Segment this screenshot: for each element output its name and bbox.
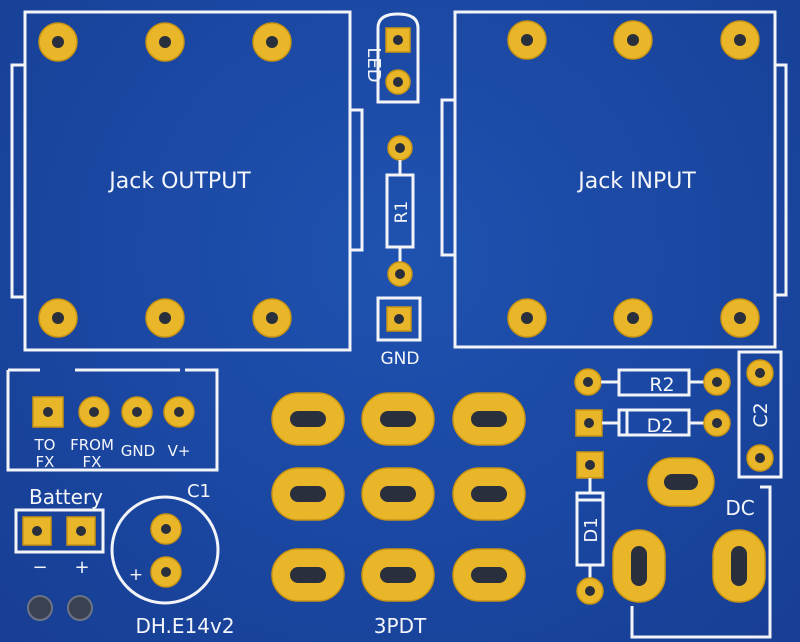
gnd-label: GND [381, 349, 420, 369]
led-label: LED [363, 47, 384, 82]
dc-jack-footprint: DC [612, 457, 772, 639]
board-name: DH.E14v2 [135, 614, 234, 638]
led-footprint: LED [363, 12, 420, 104]
conn-fx2-label: FX [83, 453, 102, 471]
gnd-footprint: GND [376, 296, 422, 369]
conn-from-label: FROM [70, 436, 114, 454]
connector-footprint: TO FX FROM FX GND V+ [6, 368, 219, 472]
c2-label: C2 [750, 402, 772, 427]
jack-output: Jack OUTPUT [10, 10, 364, 352]
conn-fx1-label: FX [36, 453, 55, 471]
conn-vplus-label: V+ [168, 442, 191, 460]
c1-plus-label: + [129, 565, 143, 585]
conn-gnd-label: GND [121, 442, 155, 460]
mounting-holes [27, 595, 93, 621]
c1-footprint: C1 + [110, 481, 220, 605]
battery-label: Battery [29, 485, 103, 509]
c1-label: C1 [187, 481, 211, 502]
switch-label: 3PDT [374, 614, 427, 638]
battery-minus-label: − [32, 557, 47, 578]
r1-label: R1 [392, 201, 412, 224]
jack-output-label: Jack OUTPUT [107, 169, 251, 194]
r2-footprint: R2 [574, 368, 731, 397]
d2-label: D2 [647, 415, 674, 437]
d2-footprint: D2 [575, 408, 731, 437]
d1-footprint: D1 [575, 451, 605, 605]
switch-3pdt: 3PDT [271, 392, 526, 638]
r1-footprint: R1 [385, 135, 415, 287]
jack-input-label: Jack INPUT [576, 169, 696, 194]
dc-label: DC [725, 496, 754, 520]
jack-pads [38, 20, 760, 338]
conn-to-label: TO [34, 436, 56, 454]
battery-footprint: Battery − + [14, 485, 105, 578]
r2-label: R2 [649, 374, 674, 396]
d1-label: D1 [581, 517, 602, 542]
c2-footprint: C2 [737, 350, 783, 479]
battery-plus-label: + [74, 557, 89, 578]
jack-input: Jack INPUT [440, 10, 788, 349]
